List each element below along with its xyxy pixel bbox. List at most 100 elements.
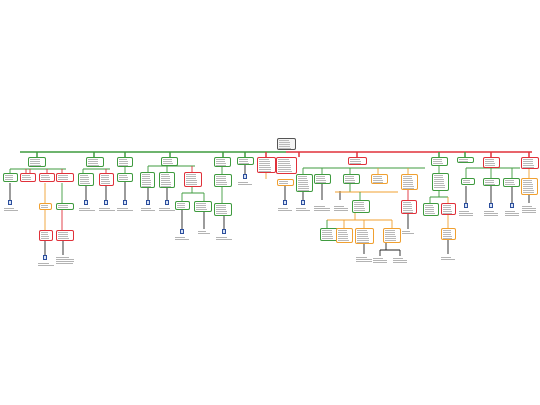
tree-node[interactable] (39, 230, 53, 241)
tree-node[interactable] (423, 203, 439, 216)
branch-node[interactable] (457, 157, 474, 163)
tree-node[interactable] (140, 172, 155, 188)
tree-node-text (141, 173, 154, 187)
tree-node-text (57, 231, 73, 240)
tree-node[interactable] (401, 174, 418, 190)
branch-node[interactable] (257, 157, 276, 173)
document-icon[interactable] (243, 174, 247, 179)
tree-node[interactable] (175, 201, 190, 210)
tree-node[interactable] (371, 174, 388, 184)
tree-node[interactable] (184, 172, 202, 187)
tree-node[interactable] (277, 179, 294, 186)
document-icon[interactable] (123, 200, 127, 205)
branch-node[interactable] (117, 157, 133, 167)
tree-node[interactable] (39, 173, 55, 182)
tree-node[interactable] (503, 178, 520, 187)
leaf-caption (198, 230, 210, 234)
tree-node[interactable] (383, 228, 401, 243)
tree-node[interactable] (3, 173, 18, 182)
leaf-caption (175, 236, 189, 240)
leaf-caption (505, 210, 519, 216)
tree-node-text (40, 174, 54, 181)
tree-node[interactable] (214, 174, 232, 187)
branch-node[interactable] (28, 157, 46, 167)
tree-node-text (118, 158, 132, 166)
leaf-caption (141, 207, 155, 211)
branch-node[interactable] (348, 157, 367, 165)
tree-node-text (258, 158, 275, 172)
tree-node[interactable] (441, 203, 456, 215)
tree-node-text (458, 158, 473, 162)
tree-node-text (349, 158, 366, 164)
document-icon[interactable] (180, 229, 184, 234)
leaf-caption (38, 262, 54, 266)
tree-node[interactable] (314, 174, 331, 184)
document-icon[interactable] (283, 200, 287, 205)
tree-node-text (356, 229, 373, 243)
tree-node-text (353, 201, 369, 212)
tree-node[interactable] (483, 178, 500, 186)
leaf-caption (4, 207, 18, 211)
tree-node[interactable] (401, 200, 417, 214)
tree-node[interactable] (296, 174, 313, 192)
branch-node[interactable] (276, 157, 297, 174)
tree-node[interactable] (441, 228, 456, 240)
tree-node-text (215, 204, 231, 215)
tree-node[interactable] (214, 203, 232, 216)
tree-node[interactable] (521, 178, 538, 195)
tree-node-text (29, 158, 45, 166)
tree-node[interactable] (39, 203, 52, 210)
branch-node[interactable] (214, 157, 231, 167)
document-icon[interactable] (104, 200, 108, 205)
root-node[interactable] (277, 138, 296, 150)
tree-node[interactable] (355, 228, 374, 244)
tree-node[interactable] (461, 178, 475, 185)
tree-node[interactable] (117, 173, 133, 182)
tree-node-text (215, 158, 230, 166)
document-icon[interactable] (489, 203, 493, 208)
tree-node[interactable] (78, 173, 94, 186)
branch-node[interactable] (521, 157, 539, 169)
tree-node[interactable] (336, 228, 353, 243)
document-icon[interactable] (84, 200, 88, 205)
branch-node[interactable] (431, 157, 448, 166)
document-icon[interactable] (43, 255, 47, 260)
leaf-caption (117, 207, 133, 211)
tree-node-text (215, 175, 231, 186)
tree-node-text (315, 175, 330, 183)
leaf-caption (373, 257, 387, 263)
tree-node[interactable] (352, 200, 370, 213)
leaf-caption (522, 205, 536, 213)
tree-node[interactable] (56, 203, 74, 210)
document-icon[interactable] (301, 200, 305, 205)
document-icon[interactable] (222, 229, 226, 234)
tree-node[interactable] (194, 201, 212, 212)
tree-node[interactable] (20, 173, 36, 182)
branch-node[interactable] (483, 157, 500, 168)
document-icon[interactable] (510, 203, 514, 208)
tree-node[interactable] (56, 173, 74, 182)
tree-node[interactable] (159, 172, 175, 188)
tree-node-text (278, 139, 295, 149)
tree-node-text (424, 204, 438, 215)
branch-node[interactable] (161, 157, 178, 166)
tree-node[interactable] (432, 173, 449, 191)
document-icon[interactable] (165, 200, 169, 205)
tree-node-text (185, 173, 201, 186)
document-icon[interactable] (8, 200, 12, 205)
tree-node-text (442, 229, 455, 239)
document-icon[interactable] (146, 200, 150, 205)
document-icon[interactable] (464, 203, 468, 208)
branch-node[interactable] (86, 157, 104, 167)
branch-node[interactable] (237, 157, 254, 165)
tree-node[interactable] (343, 174, 360, 184)
tree-node[interactable] (99, 173, 114, 186)
leaf-caption (459, 210, 473, 216)
tree-node-text (79, 174, 93, 185)
tree-node[interactable] (56, 230, 74, 241)
tree-node-text (162, 158, 177, 165)
leaf-caption (56, 256, 74, 264)
tree-node-text (21, 174, 35, 181)
tree-node-text (57, 204, 73, 209)
